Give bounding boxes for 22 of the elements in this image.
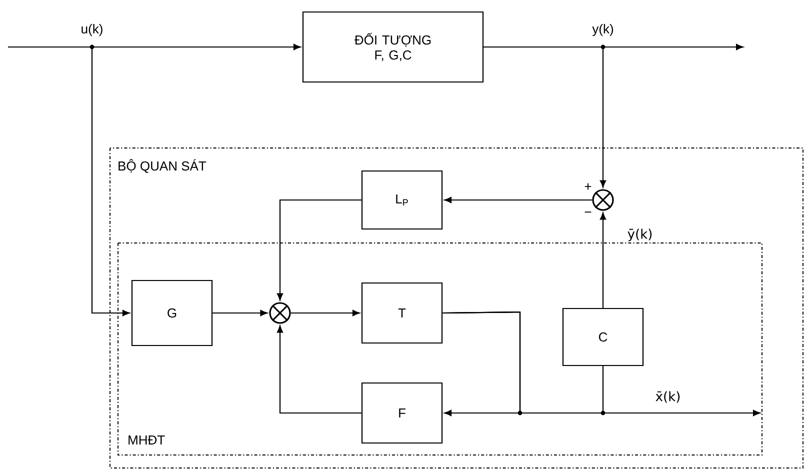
block-box: F xyxy=(361,382,443,444)
sign-label: + xyxy=(584,183,592,190)
arrow xyxy=(600,212,606,308)
signal-label: x̄(k) xyxy=(656,391,680,403)
signal-label: ȳ(k) xyxy=(628,228,652,242)
gain-box: L$_{P}$ xyxy=(361,170,443,230)
summing-junction xyxy=(592,189,614,211)
arrow xyxy=(290,310,360,316)
summing-junction xyxy=(269,302,291,324)
arrow xyxy=(444,196,592,204)
block-box: C xyxy=(562,308,644,366)
sign-label: − xyxy=(584,212,592,213)
arrow xyxy=(484,46,606,188)
signal-label: u(k) xyxy=(82,24,102,36)
signal-label: y(k) xyxy=(592,24,614,36)
arrow xyxy=(212,310,268,316)
block-box: G xyxy=(131,280,213,346)
plant-box: ĐỐI TƯỢNG F, G,C xyxy=(302,11,484,83)
arrow xyxy=(276,199,362,301)
block-box: T xyxy=(361,282,443,344)
arrow xyxy=(8,46,130,316)
arrow xyxy=(276,325,362,414)
